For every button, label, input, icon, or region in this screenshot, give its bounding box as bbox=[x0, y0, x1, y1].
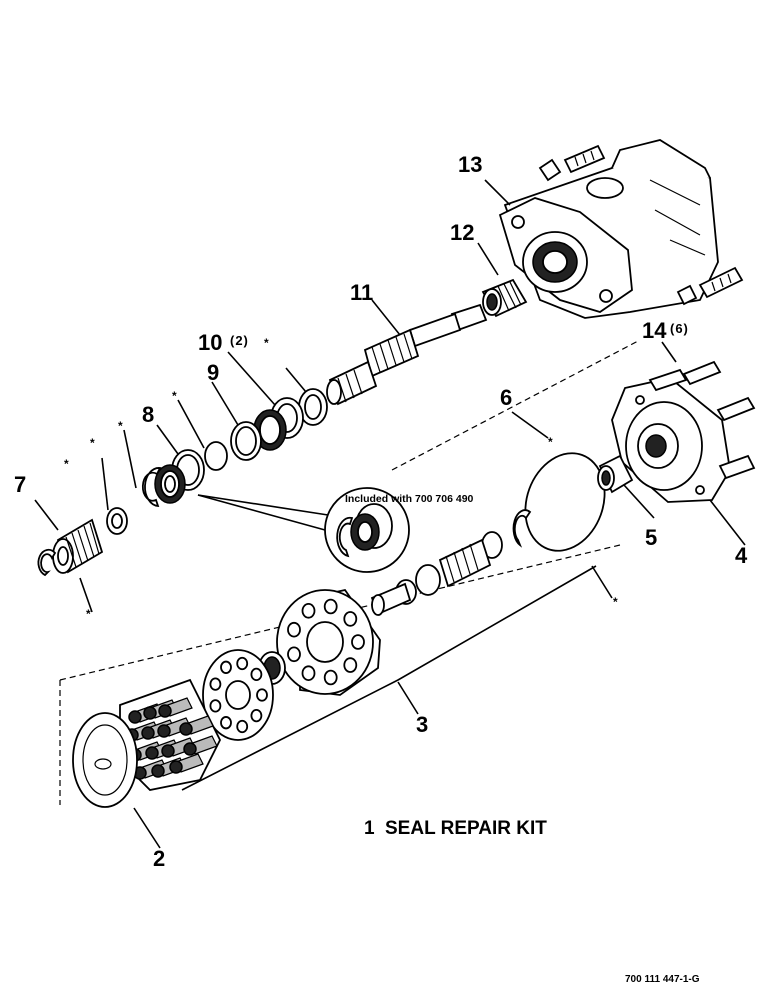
part-13-motor-housing bbox=[498, 139, 744, 319]
callout-14-qty: (6) bbox=[670, 321, 689, 336]
callout-10-qty: (2) bbox=[230, 333, 249, 348]
callout-5: 5 bbox=[645, 525, 657, 550]
marker-star: * bbox=[118, 419, 123, 433]
piston-set bbox=[119, 678, 222, 791]
callout-6: 6 bbox=[500, 385, 512, 410]
callout-2: 2 bbox=[153, 846, 165, 871]
part-7-gear bbox=[52, 518, 104, 574]
part-3-bracket bbox=[181, 565, 597, 791]
part-10-washers bbox=[253, 397, 304, 451]
marker-star: * bbox=[264, 336, 269, 350]
marker-star: * bbox=[86, 607, 91, 621]
housing-bolt-lower bbox=[676, 266, 744, 306]
included-note: Included with 700 706 490 bbox=[345, 493, 474, 505]
part-12-bearing bbox=[481, 278, 528, 318]
part-8-shaft-seal bbox=[154, 449, 205, 504]
part-5-bearing bbox=[597, 454, 634, 494]
callout-10: 10 bbox=[198, 330, 222, 355]
part-11-shaft bbox=[326, 303, 488, 406]
retaining-ring-7 bbox=[37, 548, 57, 577]
callout-3: 3 bbox=[416, 712, 428, 737]
callout-4: 4 bbox=[735, 543, 748, 568]
cylinder-block bbox=[276, 588, 381, 696]
part-6-o-ring bbox=[512, 452, 606, 552]
spring-assembly bbox=[370, 531, 503, 616]
callout-12: 12 bbox=[450, 220, 474, 245]
callout-9: 9 bbox=[207, 360, 219, 385]
kit-label: SEAL REPAIR KIT bbox=[385, 818, 547, 839]
housing-bolt-upper bbox=[538, 144, 606, 182]
marker-star: * bbox=[613, 595, 618, 609]
snap-ring-8 bbox=[141, 467, 162, 508]
washer-small bbox=[106, 507, 128, 535]
marker-star: * bbox=[64, 457, 69, 471]
callout-7: 7 bbox=[14, 472, 26, 497]
callout-14: 14 bbox=[642, 318, 667, 343]
part-4-end-cap bbox=[611, 360, 756, 503]
kit-number: 1 bbox=[364, 818, 375, 839]
marker-star: * bbox=[90, 436, 95, 450]
drawing-reference: 700 111 447-1-G bbox=[625, 974, 700, 985]
part-9-washer bbox=[230, 421, 262, 461]
part-2-swash-plate bbox=[72, 712, 138, 808]
inset-detail bbox=[197, 487, 410, 573]
marker-star: * bbox=[172, 389, 177, 403]
o-ring-small bbox=[204, 441, 228, 471]
callout-8: 8 bbox=[142, 402, 154, 427]
callout-13: 13 bbox=[458, 152, 482, 177]
retainer-plate bbox=[202, 649, 274, 741]
marker-star: * bbox=[548, 435, 553, 449]
seal-kit-markers: * * * * * * * * bbox=[64, 336, 618, 621]
callout-11: 11 bbox=[350, 280, 373, 305]
leader-lines bbox=[34, 179, 746, 849]
